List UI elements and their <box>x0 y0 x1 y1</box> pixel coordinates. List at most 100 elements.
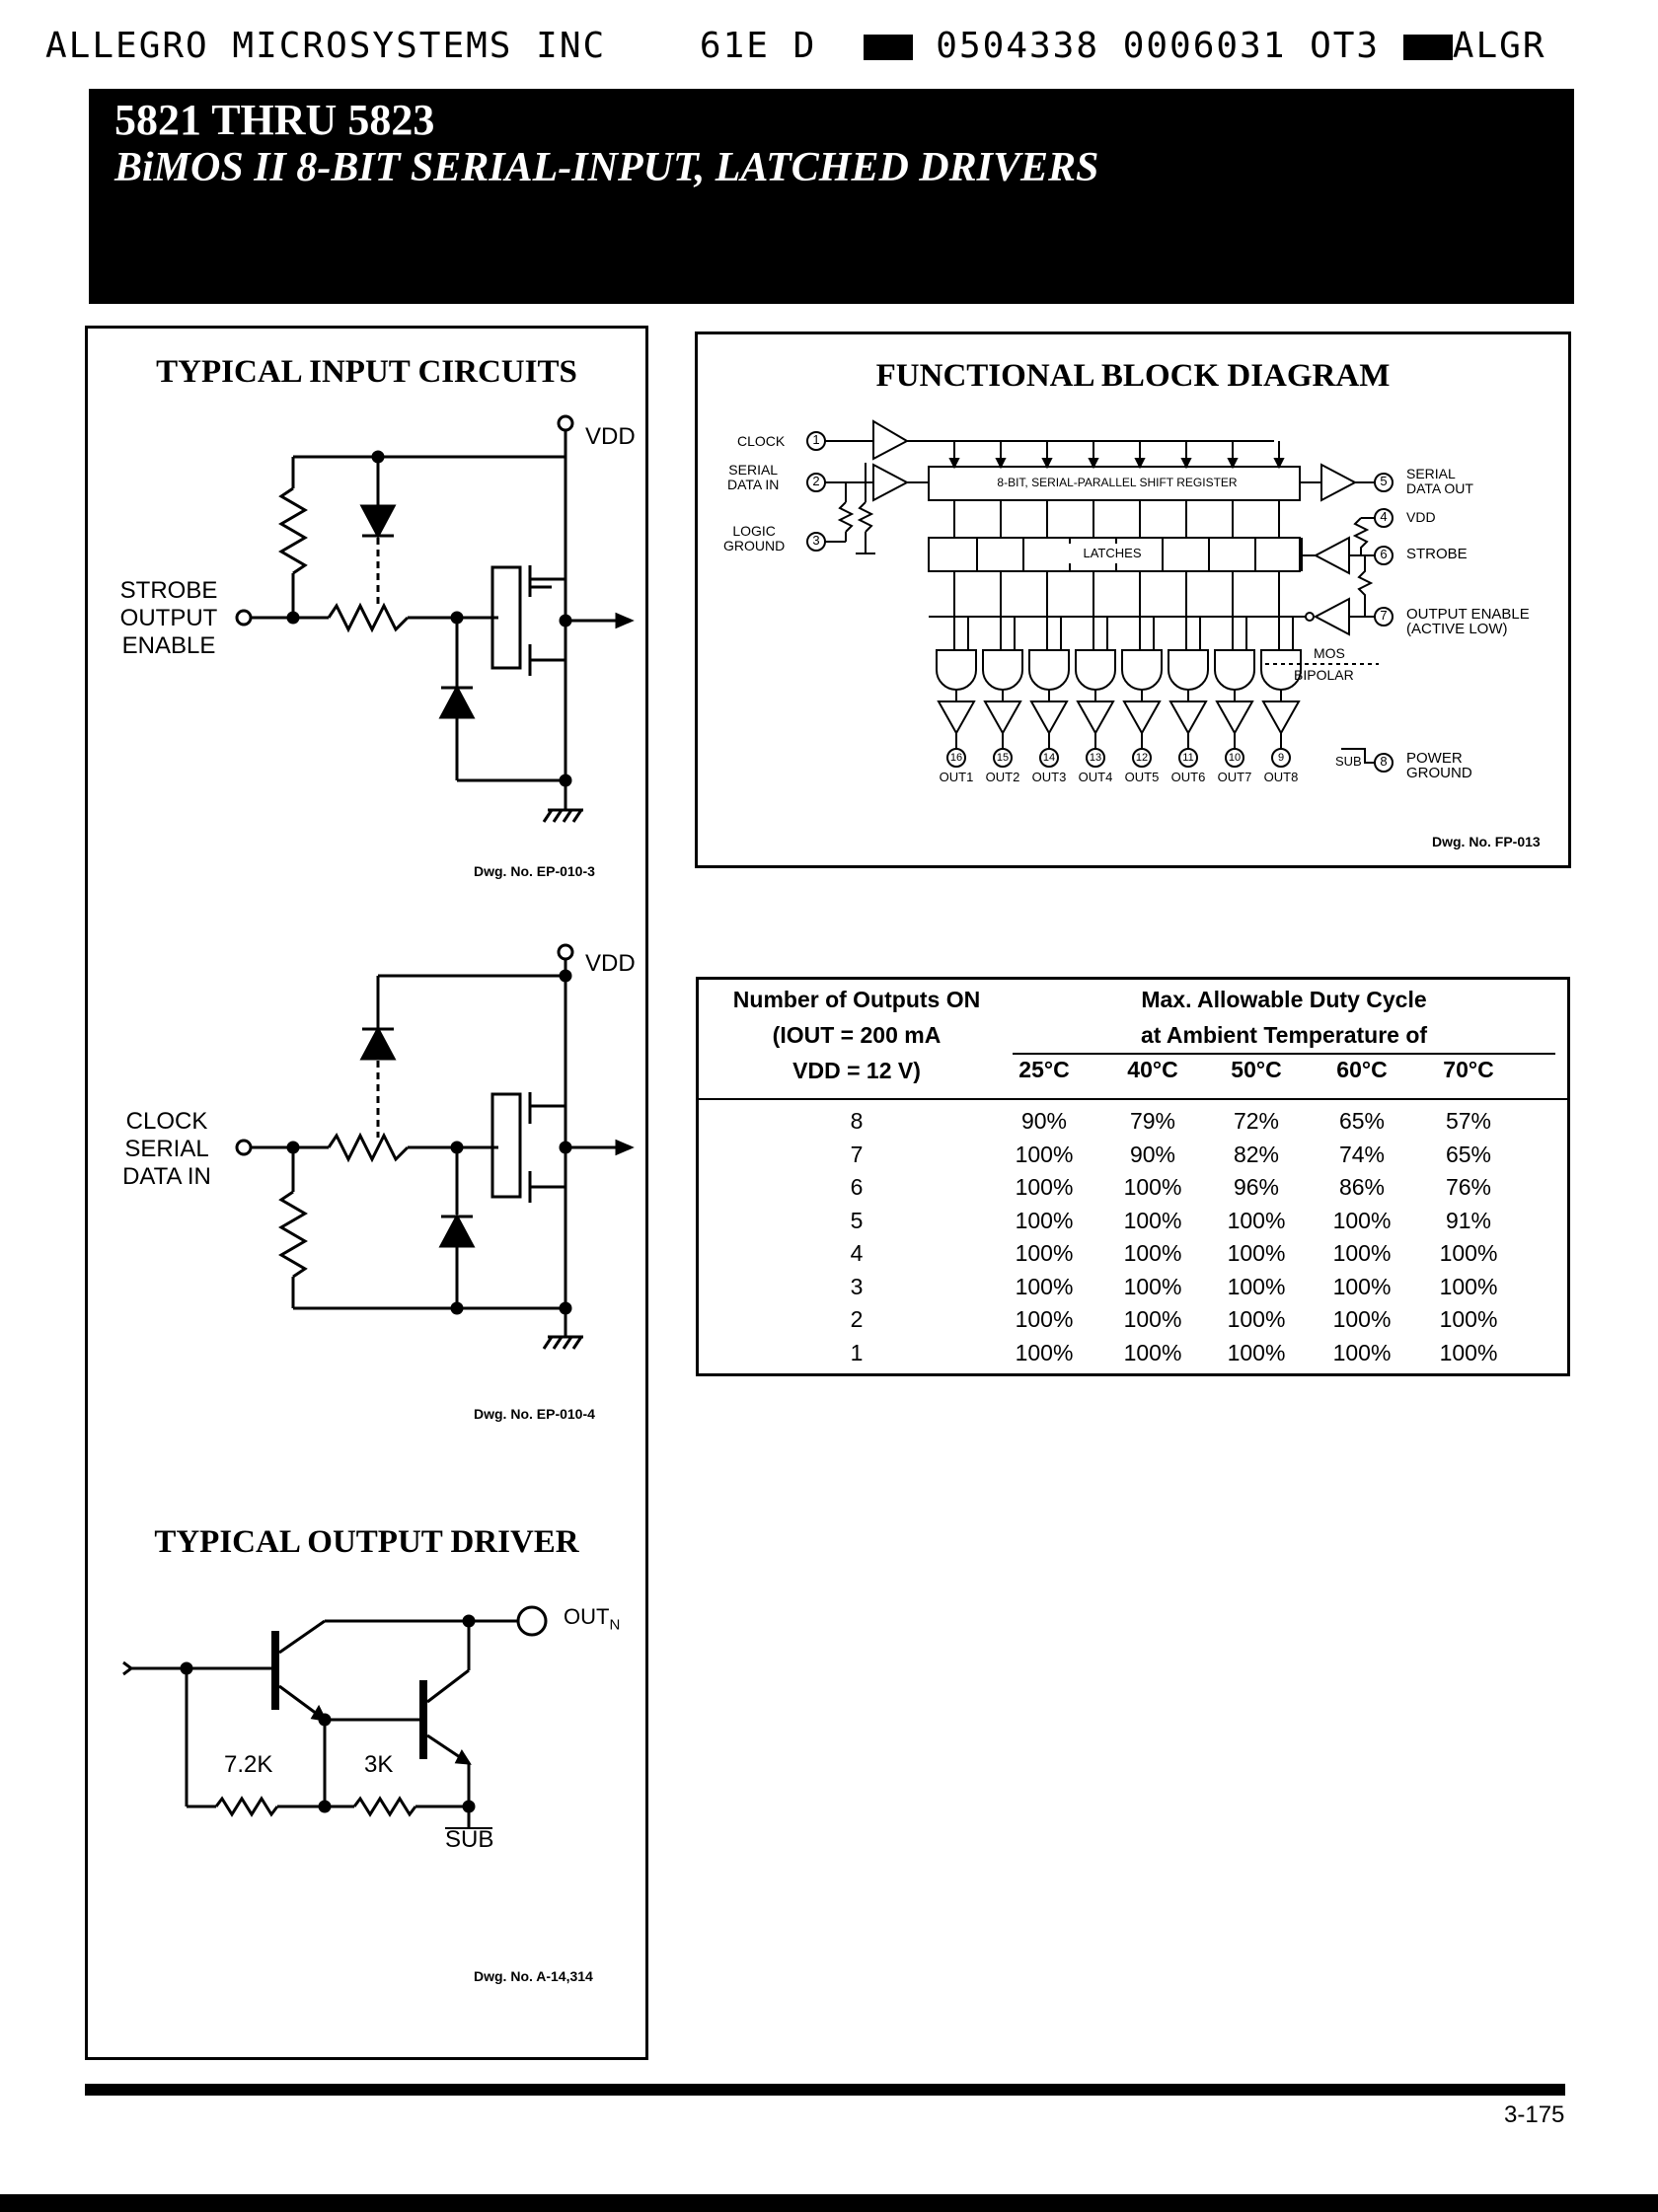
duty-cycle-cell: 100% <box>1123 1273 1182 1299</box>
duty-cycle-cell: 100% <box>1227 1339 1286 1365</box>
clock-label: CLOCK <box>737 433 786 449</box>
output-label: OUT4 <box>1078 770 1113 784</box>
duty-cycle-cell: 100% <box>1123 1306 1182 1332</box>
duty-cycle-cell: 82% <box>1233 1141 1280 1167</box>
page-title: BiMOS II 8-BIT SERIAL-INPUT, LATCHED DRI… <box>114 145 1099 190</box>
header-underline <box>1013 1053 1555 1055</box>
pin-number: 1 <box>812 432 820 447</box>
duty-cycle-cell: 79% <box>1129 1108 1176 1134</box>
document-header-line: ALLEGRO MICROSYSTEMS INC 61E D 0504338 0… <box>45 26 1546 66</box>
duty-cycle-cell: 100% <box>1439 1273 1498 1299</box>
pin-number: 5 <box>1380 474 1388 488</box>
sub-label: SUB <box>1335 754 1362 769</box>
temperature-header: 50°C <box>1231 1057 1282 1082</box>
strobe-output-enable-label: STROBE OUTPUT ENABLE <box>119 577 218 659</box>
footer-rule <box>85 2084 1565 2096</box>
input-circuit-2-schematic <box>235 943 635 1350</box>
pin-number: 4 <box>1380 509 1388 524</box>
duty-cycle-cell: 100% <box>1332 1273 1392 1299</box>
duty-cycle-cell: 100% <box>1123 1174 1182 1200</box>
outputs-on-cell: 6 <box>850 1174 864 1200</box>
sub-label: SUB <box>445 1826 494 1853</box>
output-label: OUT1 <box>939 770 974 784</box>
outputs-on-cell: 4 <box>850 1240 864 1266</box>
temperature-header: 60°C <box>1336 1057 1388 1082</box>
clock-serial-data-in-label: CLOCK SERIAL DATA IN <box>122 1108 211 1190</box>
duty-cycle-cell: 65% <box>1338 1108 1386 1134</box>
table-divider <box>699 1098 1567 1100</box>
duty-cycle-cell: 74% <box>1338 1141 1386 1167</box>
mos-label: MOS <box>1314 645 1345 661</box>
outputs-on-cell: 7 <box>850 1141 864 1167</box>
redaction-block <box>863 35 913 60</box>
duty-cycle-cell: 100% <box>1123 1339 1182 1365</box>
pin-number: 2 <box>812 474 820 488</box>
scan-bottom-edge <box>0 2194 1658 2212</box>
output-pin-number: 16 <box>949 752 963 764</box>
duty-cycle-cell: 100% <box>1332 1207 1392 1233</box>
title-banner: 5821 THRU 5823 BiMOS II 8-BIT SERIAL-INP… <box>89 89 1574 304</box>
redaction-block <box>1402 35 1453 60</box>
temperature-header: 40°C <box>1127 1057 1178 1082</box>
input-circuits-title: TYPICAL INPUT CIRCUITS <box>156 354 577 390</box>
outputs-on-cell: 3 <box>850 1273 864 1299</box>
part-numbers: 5821 THRU 5823 <box>114 96 435 144</box>
duty-cycle-cell: 90% <box>1129 1141 1176 1167</box>
duty-cycle-cell: 100% <box>1015 1174 1074 1200</box>
output-driver-title: TYPICAL OUTPUT DRIVER <box>154 1524 579 1560</box>
drawing-number: Dwg. No. EP-010-4 <box>474 1406 595 1422</box>
duty-cycle-cell: 57% <box>1445 1108 1492 1134</box>
duty-cycle-cell: 65% <box>1445 1141 1492 1167</box>
header-right: ALGR <box>1452 26 1546 66</box>
vdd-label: VDD <box>1406 509 1436 525</box>
duty-cycle-cell: 76% <box>1445 1174 1492 1200</box>
duty-cycle-table: Number of Outputs ON (IOUT = 200 mA VDD … <box>696 977 1570 1376</box>
outputs-on-cell: 1 <box>850 1339 864 1365</box>
drawing-number: Dwg. No. EP-010-3 <box>474 863 595 879</box>
outputs-on-cell: 8 <box>850 1108 864 1134</box>
duty-cycle-cell: 100% <box>1015 1141 1074 1167</box>
output-label: OUT8 <box>1263 770 1299 784</box>
block-diagram-panel: FUNCTIONAL BLOCK DIAGRAM <box>695 332 1571 868</box>
shift-register-label: 8-BIT, SERIAL-PARALLEL SHIFT REGISTER <box>997 476 1238 489</box>
drawing-number: Dwg. No. FP-013 <box>1432 834 1541 849</box>
header-codes: 0504338 0006031 OT3 <box>936 26 1381 66</box>
temperature-header: 25°C <box>1018 1057 1070 1082</box>
vdd-label: VDD <box>585 423 636 450</box>
duty-cycle-cell: 100% <box>1015 1339 1074 1365</box>
duty-cycle-cell: 100% <box>1123 1207 1182 1233</box>
pin-number: 8 <box>1380 754 1388 769</box>
pin-number: 3 <box>812 533 820 548</box>
duty-cycle-cell: 100% <box>1015 1273 1074 1299</box>
output-label: OUT3 <box>1031 770 1067 784</box>
block-diagram-title: FUNCTIONAL BLOCK DIAGRAM <box>875 358 1391 394</box>
duty-cycle-group-header: Max. Allowable Duty Cycle at Ambient Tem… <box>1140 987 1428 1048</box>
outputs-on-cell: 2 <box>850 1306 864 1332</box>
duty-cycle-cell: 100% <box>1439 1339 1498 1365</box>
outputs-on-cell: 5 <box>850 1207 864 1233</box>
duty-cycle-cell: 100% <box>1227 1273 1286 1299</box>
bipolar-label: BIPOLAR <box>1294 667 1354 683</box>
duty-cycle-cell: 100% <box>1123 1240 1182 1266</box>
strobe-label: STROBE <box>1406 546 1468 562</box>
output-pin-number: 13 <box>1089 752 1102 764</box>
duty-cycle-cell: 100% <box>1227 1207 1286 1233</box>
out-n-label: OUTN <box>564 1604 621 1634</box>
page-number: 3-175 <box>1504 2101 1565 2128</box>
duty-cycle-cell: 100% <box>1332 1240 1392 1266</box>
output-driver-schematic <box>122 1605 548 1829</box>
duty-cycle-cell: 100% <box>1332 1339 1392 1365</box>
duty-cycle-cell: 100% <box>1439 1306 1498 1332</box>
duty-cycle-cell: 100% <box>1227 1306 1286 1332</box>
output-pin-number: 14 <box>1042 752 1056 764</box>
duty-cycle-cell: 91% <box>1445 1207 1492 1233</box>
input-circuit-1-schematic <box>235 414 635 823</box>
block-diagram-schematic <box>806 419 1394 773</box>
duty-cycle-cell: 86% <box>1338 1174 1386 1200</box>
output-enable-label: OUTPUT ENABLE(ACTIVE LOW) <box>1406 606 1530 637</box>
pin-number: 6 <box>1380 547 1388 561</box>
duty-cycle-cell: 90% <box>1020 1108 1068 1134</box>
duty-cycle-cell: 100% <box>1332 1306 1392 1332</box>
